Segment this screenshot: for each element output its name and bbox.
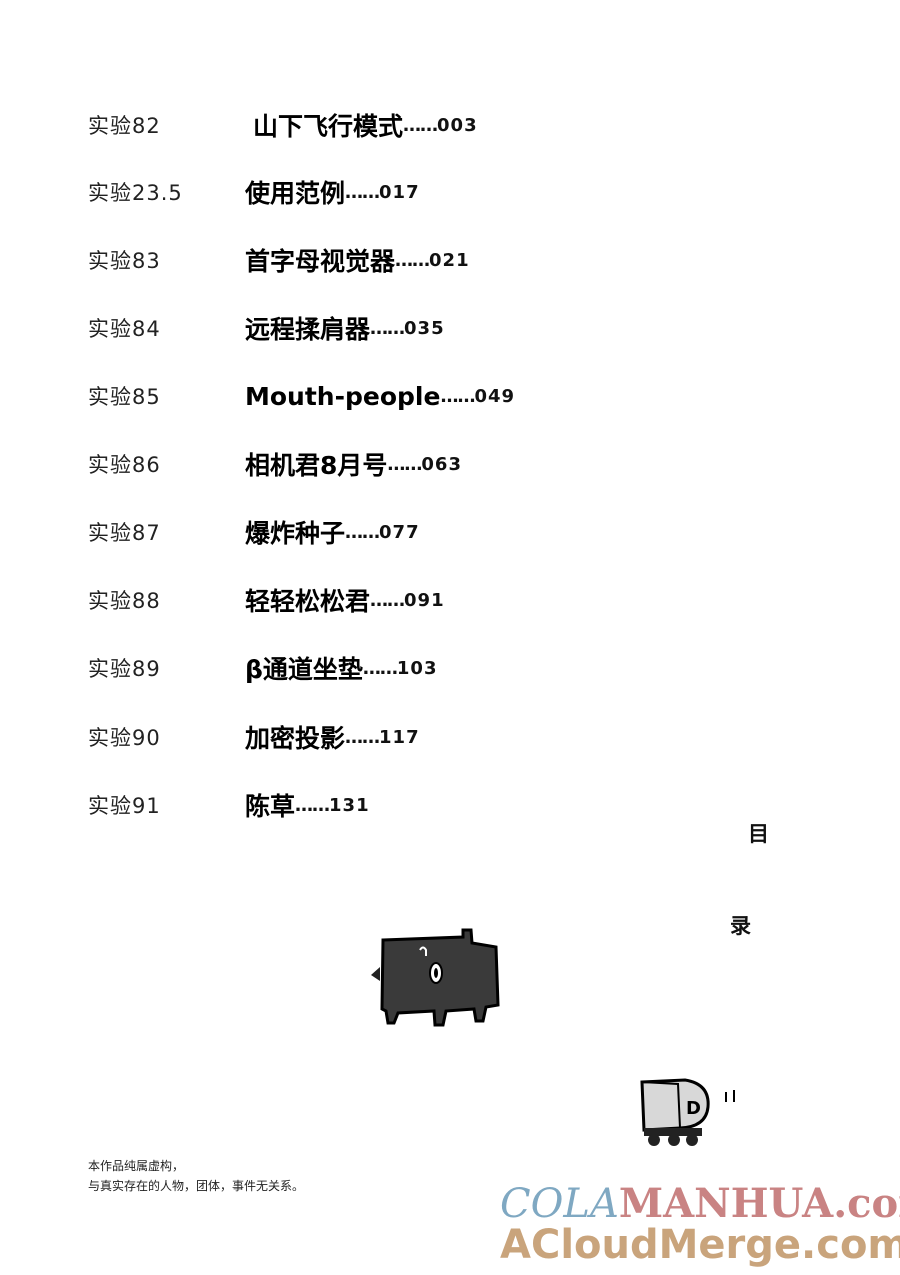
toc-entry-page: 117 — [379, 726, 420, 748]
toc-entry-label: 实验86 — [88, 453, 161, 477]
toc-entry-leader: …… — [370, 589, 405, 611]
toc-entry: 实验82 山下飞行模式……003 — [88, 105, 478, 145]
toc-entry-leader: …… — [345, 181, 380, 203]
toc-entry: 实验85 Mouth-people……049 — [88, 376, 515, 416]
disclaimer: 本作品纯属虚构， 与真实存在的人物，团体，事件无关系。 — [88, 1156, 304, 1196]
toc-entry-title: 加密投影 — [245, 724, 346, 753]
toc-entry-label: 实验23.5 — [88, 181, 183, 205]
toc-entry-title: 相机君8月号 — [245, 451, 388, 480]
watermark-acloudmerge: ACloudMerge.com — [500, 1222, 900, 1268]
toc-entry-leader: …… — [387, 453, 422, 475]
toc-entry-label: 实验82 — [88, 114, 161, 138]
toc-entry: 实验84 远程揉肩器……035 — [88, 308, 445, 348]
heading-char-mu: 目 — [748, 822, 769, 846]
toc-entry: 实验23.5 使用范例……017 — [88, 172, 420, 212]
toc-entry-page: 003 — [437, 114, 478, 136]
toc-entry-leader: …… — [403, 114, 438, 136]
toc-entry-page: 131 — [329, 794, 370, 816]
toc-entry: 实验87 爆炸种子……077 — [88, 512, 420, 552]
toc-entry-leader: …… — [362, 657, 398, 679]
toc-entry-page: 021 — [429, 249, 470, 271]
toc-entry-leader: …… — [295, 794, 330, 816]
toc-entry: 实验86 相机君8月号……063 — [88, 444, 462, 484]
toc-entry-page: 063 — [421, 453, 462, 475]
toc-entry-leader: …… — [345, 521, 380, 543]
toc-entry-page: 049 — [474, 385, 516, 407]
heading-char-lu: 录 — [730, 914, 751, 938]
toc-entry-leader: …… — [370, 317, 405, 339]
toc-entry-label: 实验91 — [88, 794, 161, 818]
toc-entry-label: 实验84 — [88, 317, 161, 341]
toc-entry-title: 陈草 — [245, 792, 296, 821]
toc-entry-title: 远程揉肩器 — [245, 315, 371, 344]
toc-entry: 实验90 加密投影……117 — [88, 717, 420, 757]
toc-entry: 实验91 陈草……131 — [88, 785, 370, 825]
toc-entry-title: 爆炸种子 — [245, 519, 346, 548]
toc-entry-title: β通道坐垫 — [245, 655, 363, 684]
toc-entry: 实验89 β通道坐垫……103 — [88, 648, 437, 688]
black-box-creature-illustration — [371, 928, 500, 1027]
robot-cart-illustration: D — [640, 1078, 735, 1146]
watermark-cola: COLA — [500, 1181, 619, 1227]
toc-entry-title: 首字母视觉器 — [245, 247, 396, 276]
toc-entry-label: 实验83 — [88, 249, 161, 273]
toc-entry: 实验88 轻轻松松君……091 — [88, 580, 445, 620]
disclaimer-line-1: 本作品纯属虚构， — [88, 1159, 185, 1173]
toc-entry-label: 实验87 — [88, 521, 161, 545]
toc-entry-title: 轻轻松松君 — [245, 587, 371, 616]
toc-entry-page: 017 — [379, 181, 420, 203]
toc-entry-title: 山下飞行模式 — [253, 112, 404, 141]
robot-letter: D — [686, 1098, 701, 1119]
toc-entry-label: 实验85 — [88, 385, 161, 409]
toc-entry-leader: …… — [440, 385, 475, 407]
toc-entry-title: 使用范例 — [245, 179, 346, 208]
toc-entry-page: 091 — [404, 589, 445, 611]
toc-entry-page: 035 — [404, 317, 445, 339]
toc-entry-label: 实验89 — [88, 657, 161, 681]
toc-entry-label: 实验90 — [88, 726, 161, 750]
watermark-colamanhua: COLAMANHUA.com — [500, 1180, 900, 1227]
toc-entry-page: 077 — [379, 521, 420, 543]
toc-entry-label: 实验88 — [88, 589, 161, 613]
toc-entry-leader: …… — [345, 726, 380, 748]
disclaimer-line-2: 与真实存在的人物，团体，事件无关系。 — [88, 1179, 305, 1193]
toc-entry-leader: …… — [395, 249, 430, 271]
toc-entry-page: 103 — [396, 657, 438, 679]
toc-entry: 实验83 首字母视觉器……021 — [88, 240, 470, 280]
toc-entry-title: Mouth-people — [245, 381, 441, 411]
watermark-manhua: MANHUA.com — [618, 1180, 900, 1227]
